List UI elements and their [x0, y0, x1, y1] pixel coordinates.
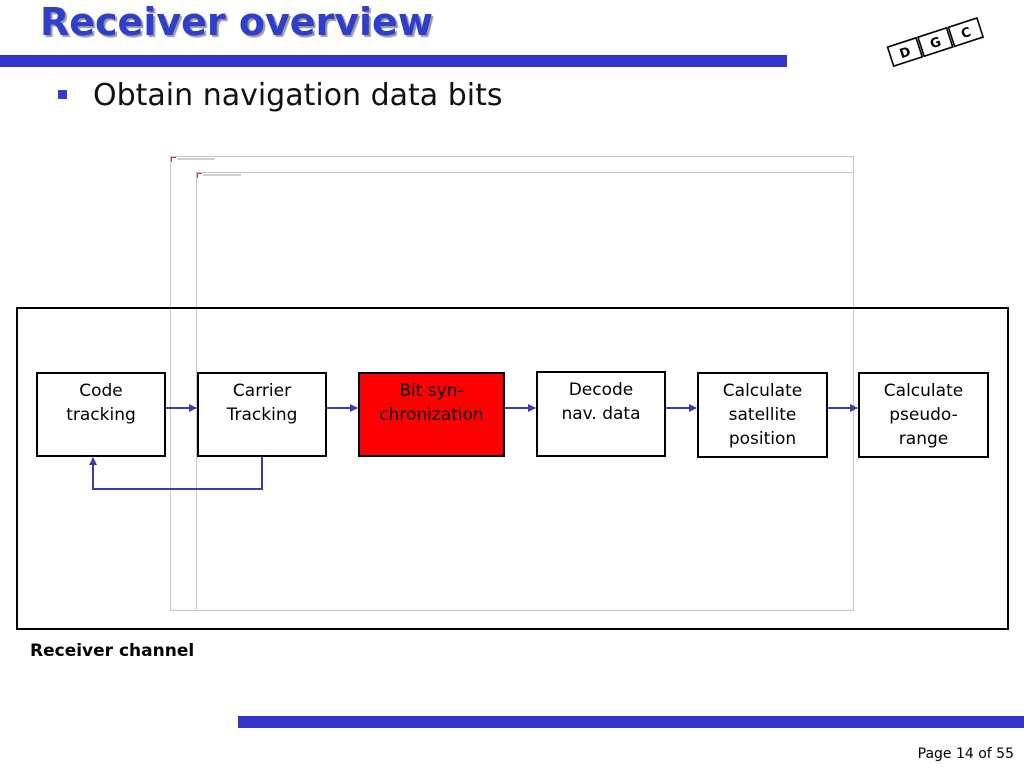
block-satellite-position-label: Calculate satellite position	[722, 381, 803, 449]
block-decode-nav-data-label: Decode nav. data	[561, 380, 641, 424]
block-pseudorange-label: Calculate pseudo- range	[883, 381, 964, 449]
block-bit-synchronization-label: Bit syn- chronization	[379, 381, 484, 425]
slide-title: Receiver overview	[40, 0, 433, 44]
block-carrier-tracking: Carrier Tracking	[197, 372, 327, 457]
receiver-channel-box	[16, 307, 1009, 630]
receiver-channel-label: Receiver channel	[30, 641, 195, 661]
dgc-logo: D G C	[886, 17, 985, 68]
logo-letter-d: D	[898, 45, 913, 63]
block-decode-nav-data: Decode nav. data	[536, 371, 666, 457]
block-code-tracking: Code tracking	[36, 372, 166, 457]
block-code-tracking-label: Code tracking	[66, 381, 136, 425]
logo-letter-g: G	[928, 35, 943, 53]
feedback-carrier-to-code	[89, 456, 263, 490]
block-carrier-tracking-label: Carrier Tracking	[226, 381, 298, 425]
bullet-text: Obtain navigation data bits	[93, 78, 503, 113]
footer-bar	[238, 716, 1024, 728]
block-pseudorange: Calculate pseudo- range	[858, 372, 989, 458]
bullet-square-icon	[58, 90, 67, 99]
page-number: Page 14 of 55	[917, 746, 1014, 762]
embedded-frame-inner	[196, 172, 854, 611]
title-underline-bar	[0, 55, 787, 67]
block-satellite-position: Calculate satellite position	[697, 372, 828, 458]
logo-letter-c: C	[959, 25, 973, 42]
block-bit-synchronization: Bit syn- chronization	[358, 372, 505, 457]
